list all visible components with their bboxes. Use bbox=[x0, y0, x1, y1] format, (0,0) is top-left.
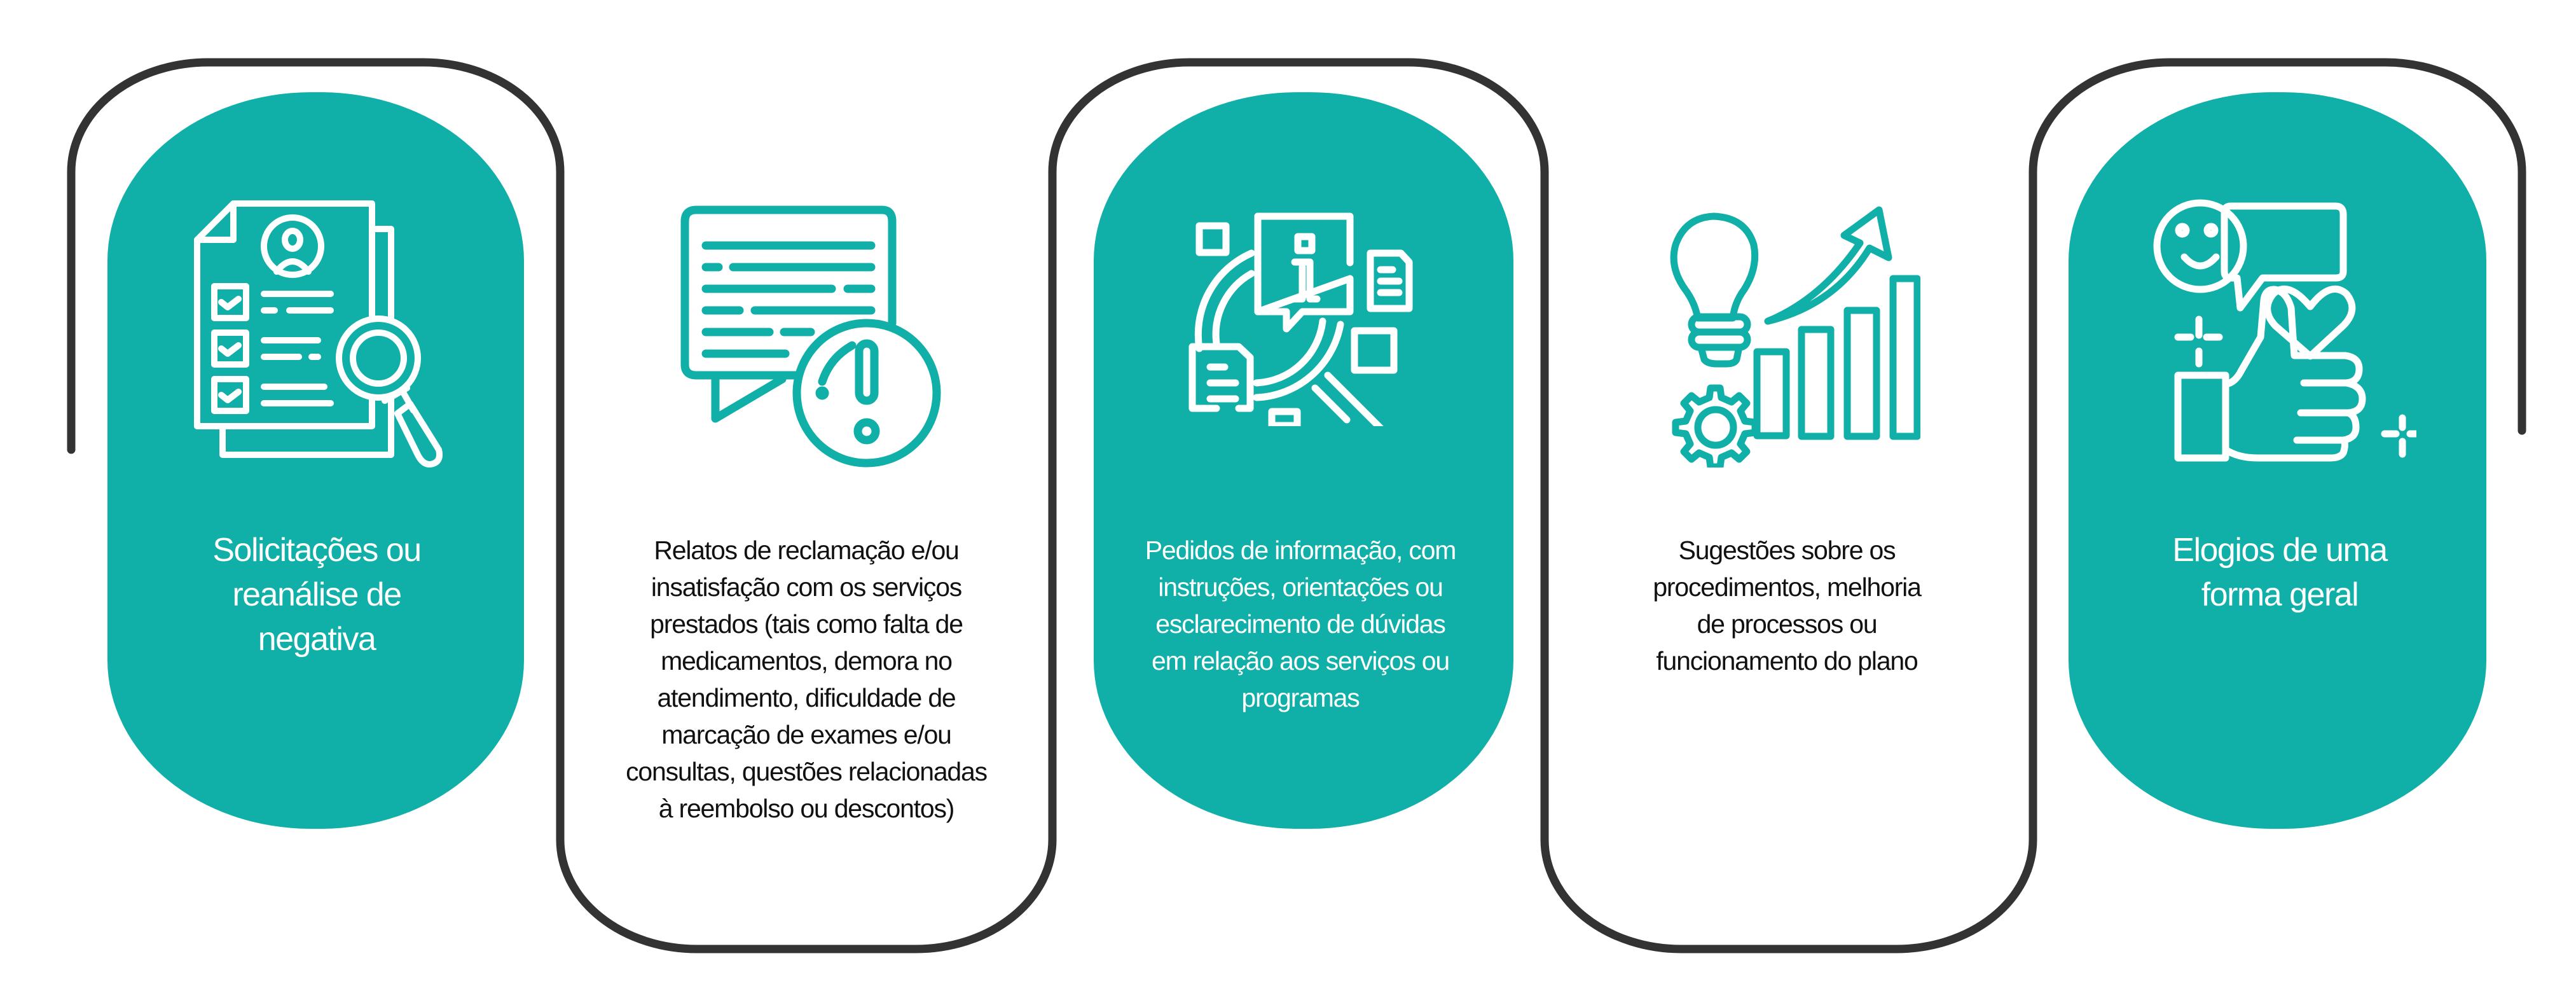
label-line: negativa bbox=[258, 621, 376, 658]
label-line: à reembolso ou descontos) bbox=[658, 794, 955, 823]
info-search-documents-icon bbox=[1181, 204, 1423, 426]
label-line: Sugestões sobre os bbox=[1678, 536, 1896, 565]
label-line: marcação de exames e/ou bbox=[661, 720, 952, 749]
idea-growth-chart-icon bbox=[1663, 204, 1920, 468]
label-line: Pedidos de informação, com bbox=[1145, 536, 1457, 565]
label-line: insatisfação com os serviços bbox=[651, 572, 962, 602]
label-line: prestados (tais como falta de bbox=[650, 609, 963, 639]
label-line: Relatos de reclamação e/ou bbox=[654, 536, 960, 565]
teal-pill-1 bbox=[107, 92, 524, 829]
teal-pill-3 bbox=[1094, 92, 1513, 829]
label-line: consultas, questões relacionadas bbox=[626, 757, 988, 786]
label-line: funcionamento do plano bbox=[1656, 646, 1918, 676]
label-line: em relação aos serviços ou bbox=[1152, 646, 1450, 676]
label-line: programas bbox=[1241, 683, 1360, 712]
label-line: instruções, orientações ou bbox=[1158, 572, 1443, 602]
step-5-label: Elogios de uma forma geral bbox=[2172, 528, 2388, 617]
label-line: atendimento, dificuldade de bbox=[657, 683, 956, 712]
label-line: procedimentos, melhoria bbox=[1653, 572, 1922, 602]
label-line: forma geral bbox=[2201, 576, 2359, 613]
step-2-label: Relatos de reclamação e/ou insatisfação … bbox=[626, 532, 988, 827]
step-1-label: Solicitações ou reanálise de negativa bbox=[212, 528, 422, 662]
label-line: Elogios de uma bbox=[2172, 532, 2388, 569]
label-line: medicamentos, demora no bbox=[661, 646, 953, 676]
step-4-label: Sugestões sobre os procedimentos, melhor… bbox=[1653, 532, 1922, 679]
label-line: de processos ou bbox=[1697, 609, 1878, 639]
label-line: Solicitações ou bbox=[212, 532, 422, 569]
step-3-label: Pedidos de informação, com instruções, o… bbox=[1145, 532, 1457, 716]
document-checklist-magnifier-icon bbox=[194, 200, 451, 468]
label-line: reanálise de bbox=[232, 576, 402, 613]
thumbs-up-feedback-icon bbox=[2149, 198, 2416, 462]
speech-bubble-exclamation-icon bbox=[677, 202, 944, 469]
label-line: esclarecimento de dúvidas bbox=[1155, 609, 1446, 639]
